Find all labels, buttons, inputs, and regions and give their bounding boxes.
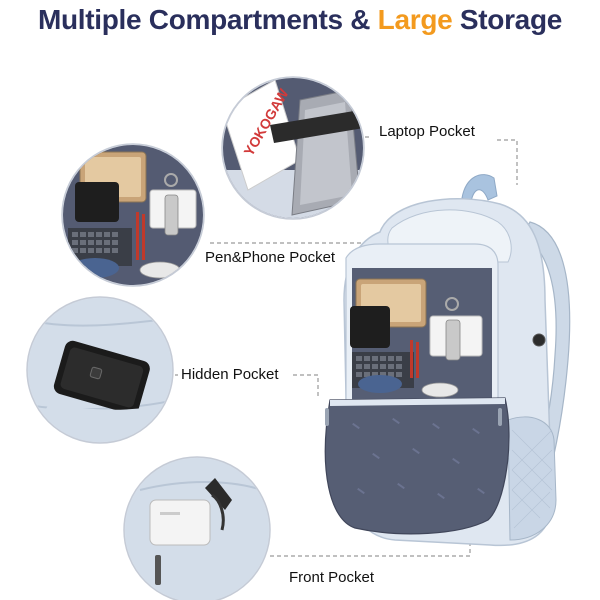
label-laptop-pocket: Laptop Pocket: [379, 123, 475, 140]
title-part-2: Storage: [452, 4, 563, 35]
earphones: [358, 375, 402, 393]
pen-red: [410, 340, 413, 378]
label-hidden-pocket: Hidden Pocket: [181, 366, 279, 383]
leader-front: [270, 500, 471, 557]
title-part-1: Multiple Compartments &: [37, 4, 378, 35]
laptop-strap: [270, 110, 363, 143]
label-pen-phone-pocket: Pen&Phone Pocket: [205, 249, 336, 266]
usb-port: [532, 333, 546, 347]
power-bank: [149, 499, 211, 546]
side-mesh-pocket: [507, 416, 557, 541]
phone: [350, 306, 390, 348]
laptop-pocket-detail: YOKOGAW: [221, 76, 365, 220]
leader-hidden-right: [293, 374, 319, 396]
flap-pattern: [352, 417, 485, 500]
hidden-pocket-detail: [26, 296, 174, 444]
cable: [205, 478, 232, 510]
top-handle: [461, 174, 498, 203]
zipper: [155, 555, 161, 585]
front-pocket-detail: [123, 456, 271, 600]
mesh-texture: [511, 429, 553, 529]
front-flap: [324, 397, 510, 535]
leader-laptop-right: [497, 139, 518, 185]
backpack: [324, 174, 571, 547]
pen-phone-pocket-detail: [61, 143, 205, 287]
key: [445, 319, 461, 361]
title-highlight: Large: [377, 4, 453, 35]
label-front-pocket: Front Pocket: [289, 569, 375, 586]
page-title: Multiple Compartments & Large Storage: [0, 4, 600, 36]
